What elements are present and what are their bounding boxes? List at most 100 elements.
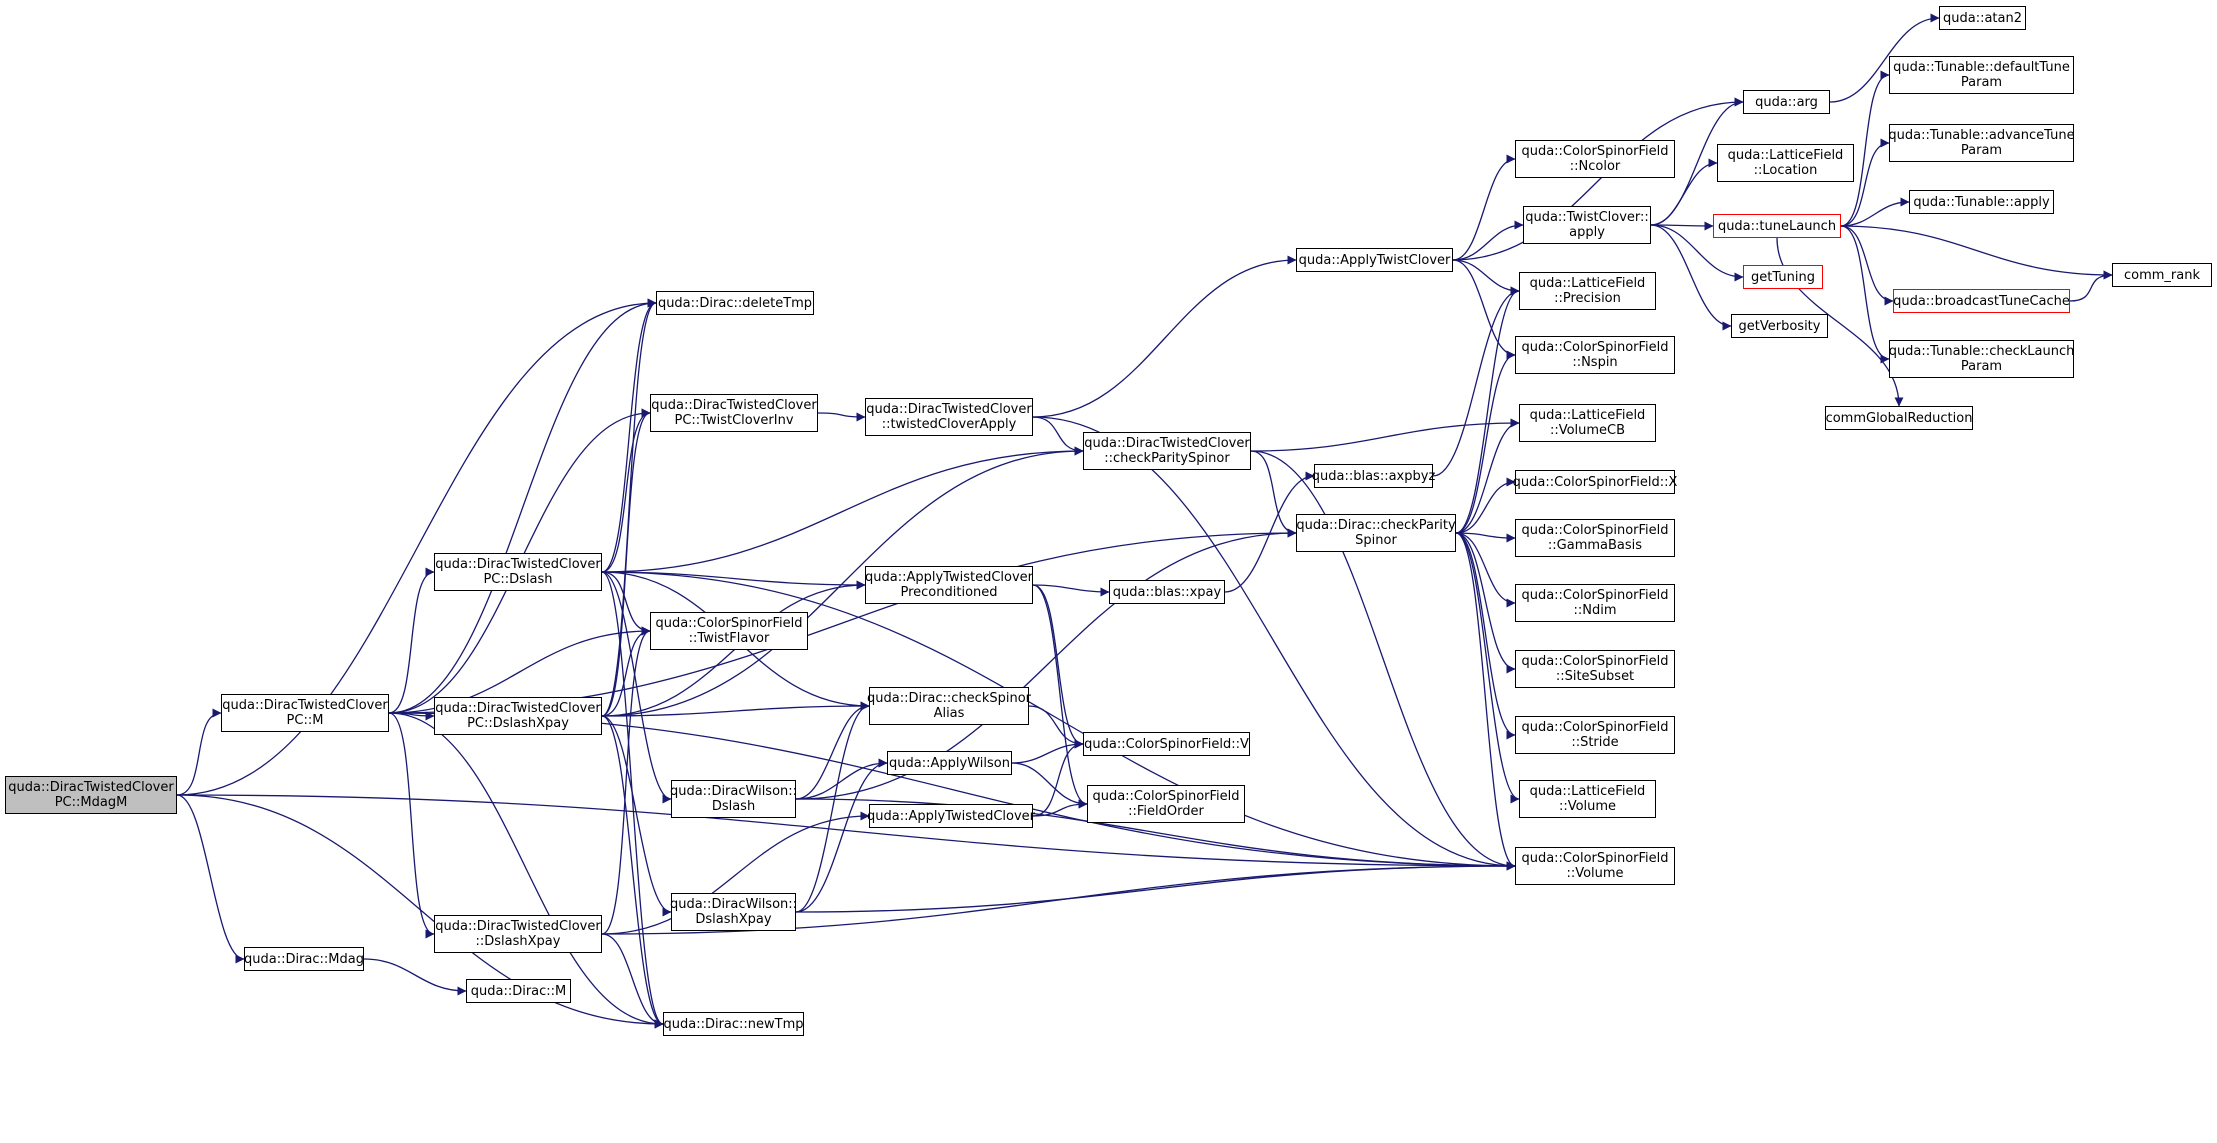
edge-tunelaunch-to-tunable_apply [1840, 197, 1910, 227]
node-label-line: quda::DiracTwistedClover [866, 402, 1032, 417]
edge-applywilson-to-csf_fieldorder [1011, 762, 1088, 809]
node-twistflavor[interactable]: quda::ColorSpinorField::TwistFlavor [650, 612, 808, 650]
node-blas-xpay[interactable]: quda::blas::xpay [1109, 580, 1225, 604]
node-label-line: Spinor [1355, 533, 1397, 548]
edge-applytwistclover-to-csf_ncolor [1452, 154, 1516, 261]
edge-dslashxpay_pc-to-checkspinoralias [601, 701, 870, 717]
edge-dirac_checkparity-to-lf_precision [1455, 286, 1520, 534]
node-label-line: ::Stride [1571, 735, 1619, 750]
node-csf-nspin[interactable]: quda::ColorSpinorField::Nspin [1515, 336, 1675, 374]
edge-mdagm-to-deletetmp [176, 298, 657, 796]
edge-applytcp-to-blas_xpay [1032, 584, 1110, 597]
node-label-line: getTuning [1751, 269, 1815, 285]
node-csf-stride[interactable]: quda::ColorSpinorField::Stride [1515, 716, 1675, 754]
node-csf-v[interactable]: quda::ColorSpinorField::V [1083, 732, 1250, 756]
node-lf-location[interactable]: quda::LatticeField::Location [1717, 144, 1854, 182]
edge-dirac_checkparity-to-csf_stride [1455, 532, 1516, 740]
node-wilson-dslash[interactable]: quda::DiracWilson::Dslash [670, 780, 797, 818]
node-label-line: ::Nspin [1572, 355, 1618, 370]
edge-tunelaunch-to-commglobalreduction [1776, 237, 1904, 407]
node-lf-volume[interactable]: quda::LatticeField::Volume [1519, 780, 1656, 818]
edge-wilson_dslash-to-csf_volume [795, 798, 1516, 871]
node-tc-checkparity[interactable]: quda::DiracTwistedClover::checkParitySpi… [1083, 432, 1251, 470]
edge-twistedcloverapply-to-applytwistclover [1032, 255, 1297, 418]
node-applywilson[interactable]: quda::ApplyWilson [887, 751, 1012, 775]
node-csf-gammabasis[interactable]: quda::ColorSpinorField::GammaBasis [1515, 519, 1675, 557]
node-csf-x[interactable]: quda::ColorSpinorField::X [1513, 470, 1677, 494]
edge-mdag-to-dirac_m [363, 958, 467, 996]
node-csf-ncolor[interactable]: quda::ColorSpinorField::Ncolor [1515, 140, 1675, 178]
node-label-line: Param [1960, 143, 2003, 158]
node-label-line: Dslash [711, 799, 756, 814]
node-gettuning[interactable]: getTuning [1743, 265, 1823, 289]
node-tunable-apply[interactable]: quda::Tunable::apply [1909, 190, 2054, 214]
edge-blas_axpbyz-to-lf_precision [1432, 286, 1520, 477]
edge-wilson_dslash-to-dirac_checkparity [795, 528, 1297, 800]
node-label-line: comm_rank [2123, 267, 2200, 283]
node-csf-sitesubset[interactable]: quda::ColorSpinorField::SiteSubset [1515, 650, 1675, 688]
node-blas-axpbyz[interactable]: quda::blas::axpbyz [1312, 464, 1435, 488]
node-csf-volume[interactable]: quda::ColorSpinorField::Volume [1515, 847, 1675, 885]
edge-dslashxpay_tc-to-applytwistedclover [601, 811, 870, 935]
node-csf-ndim[interactable]: quda::ColorSpinorField::Ndim [1515, 584, 1675, 622]
node-label-line: quda::Dirac::Mdag [244, 951, 364, 967]
node-label-line: quda::DiracTwistedClover [435, 919, 601, 934]
edge-tunelaunch-to-advancetune [1840, 138, 1890, 227]
node-deletetmp[interactable]: quda::Dirac::deleteTmp [656, 291, 814, 315]
node-label-line: quda::ColorSpinorField [1521, 851, 1669, 866]
node-label-line: quda::ColorSpinorField [1521, 654, 1669, 669]
node-arg[interactable]: quda::arg [1743, 90, 1830, 114]
edge-dirac_checkparity-to-csf_gammabasis [1455, 532, 1516, 543]
node-twistedcloverapply[interactable]: quda::DiracTwistedClover::twistedCloverA… [865, 398, 1033, 436]
edge-dslashxpay_pc-to-twistcloverinv [601, 408, 651, 717]
edge-arg-to-atan2 [1829, 13, 1940, 103]
node-label-line: quda::atan2 [1942, 10, 2022, 26]
node-lf-volumecb[interactable]: quda::LatticeField::VolumeCB [1519, 404, 1656, 442]
edge-tunelaunch-to-comm_rank [1840, 225, 2113, 280]
node-dslashxpay-tc[interactable]: quda::DiracTwistedClover::DslashXpay [434, 915, 602, 953]
edge-tunelaunch-to-checklaunch [1840, 225, 1890, 364]
node-newtmp[interactable]: quda::Dirac::newTmp [663, 1012, 804, 1036]
node-wilson-dslashxpay[interactable]: quda::DiracWilson::DslashXpay [670, 893, 797, 931]
node-csf-fieldorder[interactable]: quda::ColorSpinorField::FieldOrder [1087, 785, 1245, 823]
node-label-line: quda::LatticeField [1529, 276, 1646, 291]
node-tunelaunch[interactable]: quda::tuneLaunch [1713, 214, 1841, 238]
node-dirac-m[interactable]: quda::Dirac::M [466, 979, 571, 1003]
edge-twistclover_apply-to-gettuning [1650, 224, 1744, 282]
node-twistclover-apply[interactable]: quda::TwistClover::apply [1523, 206, 1651, 244]
edge-dslash_pc-to-twistcloverinv [601, 408, 651, 573]
edge-wilson_dslashxpay-to-applywilson [795, 758, 888, 913]
node-label-line: ::Ncolor [1569, 159, 1621, 174]
node-label-line: quda::Dirac::deleteTmp [657, 295, 813, 311]
node-applytwistedclover[interactable]: quda::ApplyTwistedClover [867, 804, 1035, 828]
node-lf-precision[interactable]: quda::LatticeField::Precision [1519, 272, 1656, 310]
node-broadcasttunecache[interactable]: quda::broadcastTuneCache [1893, 289, 2070, 313]
node-label-line: DslashXpay [695, 912, 772, 927]
node-label-line: quda::Dirac::checkSpinor [866, 691, 1032, 706]
node-commglobalreduction[interactable]: commGlobalReduction [1825, 406, 1973, 430]
node-comm-rank[interactable]: comm_rank [2112, 263, 2212, 287]
node-mdag[interactable]: quda::Dirac::Mdag [244, 947, 364, 971]
edge-dslashxpay_pc-to-wilson_dslashxpay [601, 715, 672, 917]
edge-twistcloverinv-to-twistedcloverapply [817, 412, 866, 422]
edge-m-to-newtmp [388, 712, 664, 1029]
node-applytwistclover[interactable]: quda::ApplyTwistClover [1296, 248, 1453, 272]
node-label-line: ::Ndim [1573, 603, 1617, 618]
node-label-line: quda::Tunable::defaultTune [1893, 60, 2070, 75]
node-label-line: apply [1569, 225, 1605, 240]
node-getverbosity[interactable]: getVerbosity [1731, 314, 1828, 338]
node-label-line: Alias [933, 706, 965, 721]
node-label-line: quda::ApplyTwistClover [1298, 252, 1451, 268]
node-atan2[interactable]: quda::atan2 [1939, 6, 2026, 30]
